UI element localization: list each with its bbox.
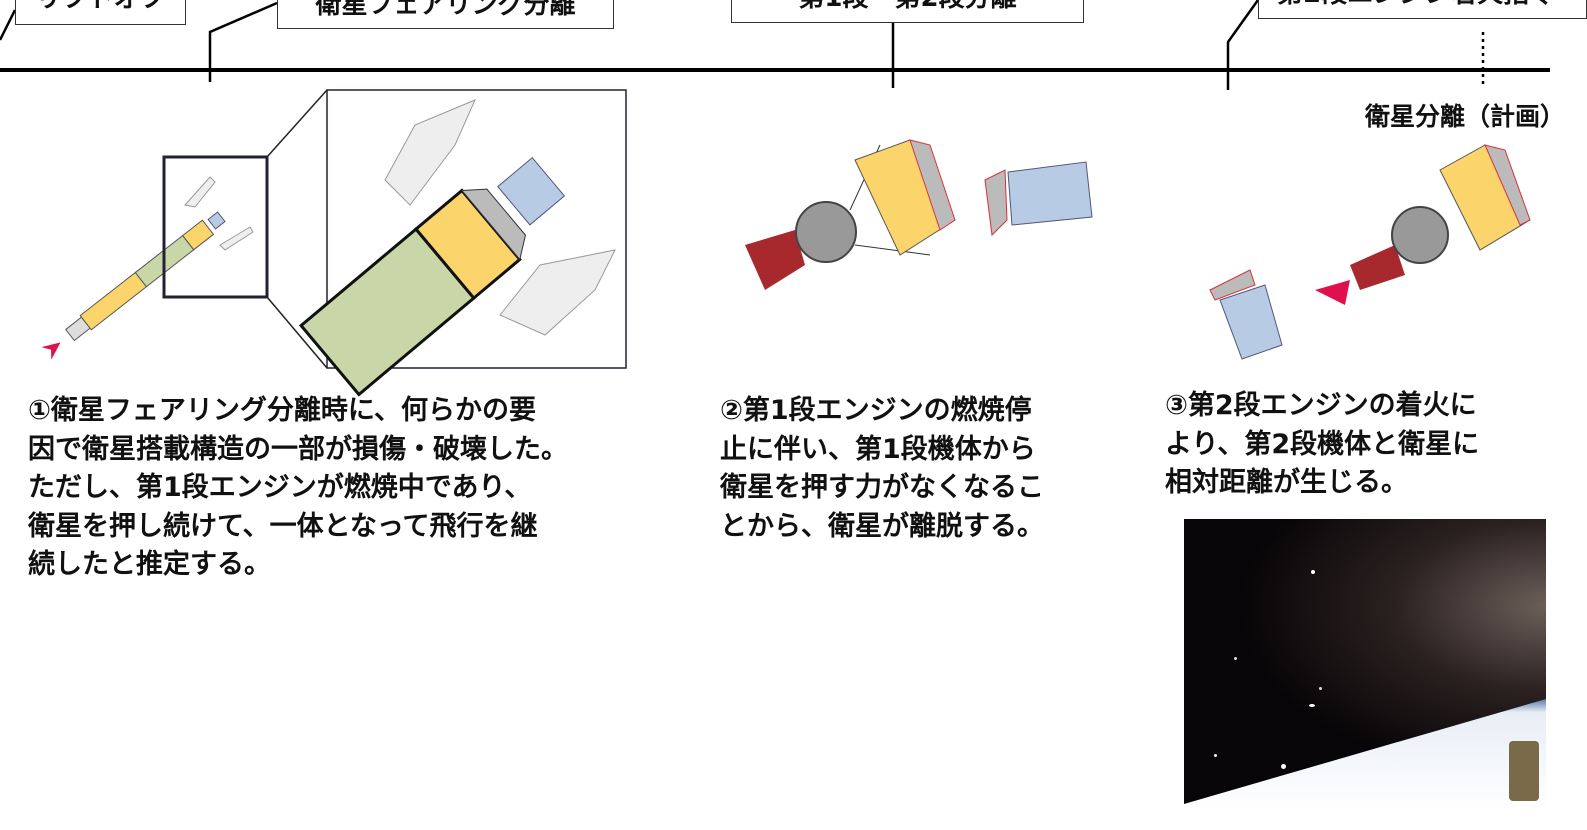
tick-fairing-separation <box>208 1 278 82</box>
timeline-diagram <box>0 0 1550 397</box>
zoom-box <box>162 155 269 299</box>
rocket-illustration-3 <box>1209 144 1531 360</box>
event-label-liftoff: リフトオフ <box>15 0 186 25</box>
fairing-half-small-1 <box>184 176 216 208</box>
step-3-description: ③第2段エンジンの着火に より、第2段機体と衛星に 相対距離が生じる。 <box>1165 390 1480 498</box>
zoom-detail-rocket <box>298 156 566 397</box>
fairing-half-2 <box>499 249 616 336</box>
fairing-half-small-2 <box>219 226 254 251</box>
onboard-camera-photo <box>1184 519 1546 810</box>
event-label-fairing-separation: 衛星フェアリング分離 <box>277 0 614 29</box>
fairing-half-1 <box>384 99 476 206</box>
rocket-illustration-2 <box>745 139 1093 290</box>
tick-second-ignition <box>1226 0 1260 90</box>
event-label-stage-separation: 第1段・第2段分離 <box>731 0 1084 23</box>
planned-satellite-separation-label: 衛星分離（計画） <box>1365 102 1566 131</box>
step-1-description: ①衛星フェアリング分離時に、何らかの要 因で衛星搭載構造の一部が損傷・破壊した。… <box>28 395 568 580</box>
tick-liftoff <box>0 9 17 41</box>
earth-horizon <box>1184 699 1546 810</box>
rocket-illustration-1 <box>41 211 226 360</box>
event-label-second-ignition: 第2段エンジン着火指令 <box>1258 0 1587 19</box>
step-2-description: ②第1段エンジンの燃焼停 止に伴い、第1段機体から 衛星を押す力がなくなるこ と… <box>720 395 1044 542</box>
